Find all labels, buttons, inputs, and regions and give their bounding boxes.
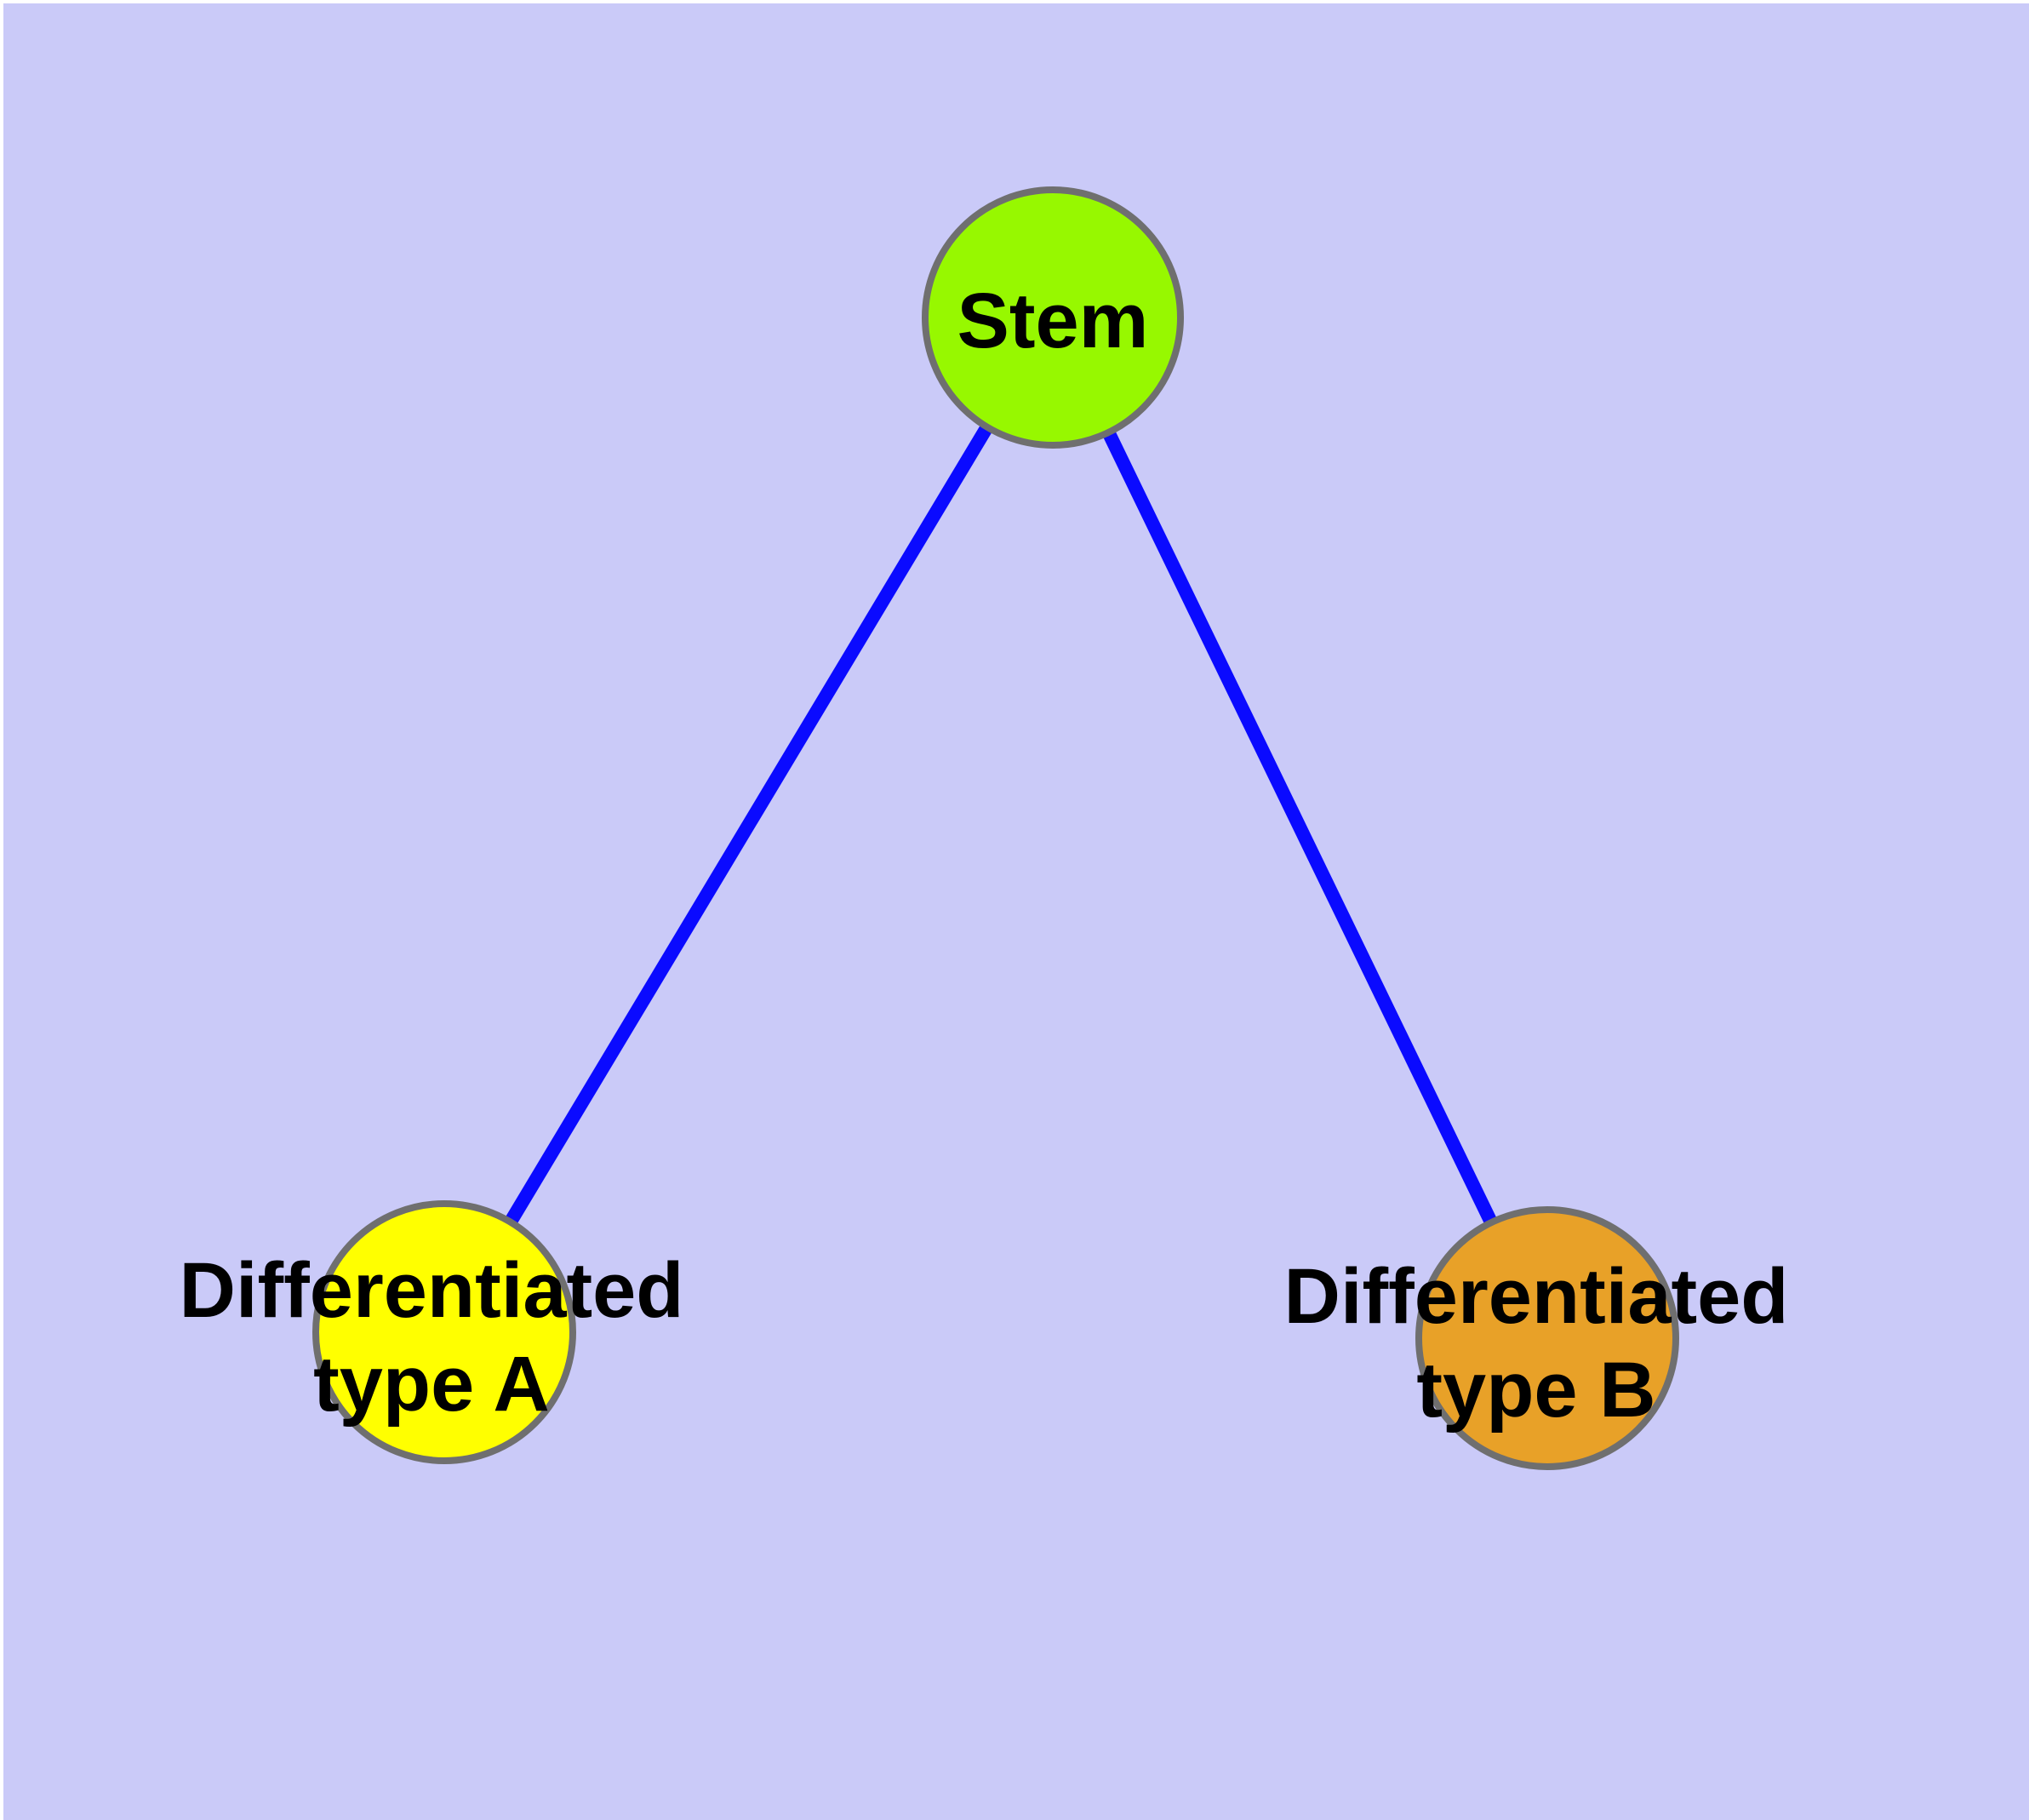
edge-stem-to-type-a <box>438 313 1059 1336</box>
node-type-b-label-line2: type B <box>1416 1347 1655 1434</box>
node-type-a-label-line2: type A <box>313 1341 550 1428</box>
node-type-b-label-line1: Differentiated <box>1284 1253 1789 1340</box>
node-stem <box>922 186 1184 449</box>
node-stem-label: Stem <box>957 278 1149 364</box>
node-differentiated-type-b <box>1415 1206 1679 1470</box>
node-layer <box>312 186 1679 1470</box>
node-type-a-label-line1: Differentiated <box>180 1247 684 1334</box>
edge-stem-to-type-b <box>1046 314 1554 1342</box>
node-differentiated-type-a <box>312 1200 576 1464</box>
label-layer: Stem Differentiated type A Differentiate… <box>180 278 1789 1434</box>
edge-layer <box>438 313 1554 1342</box>
